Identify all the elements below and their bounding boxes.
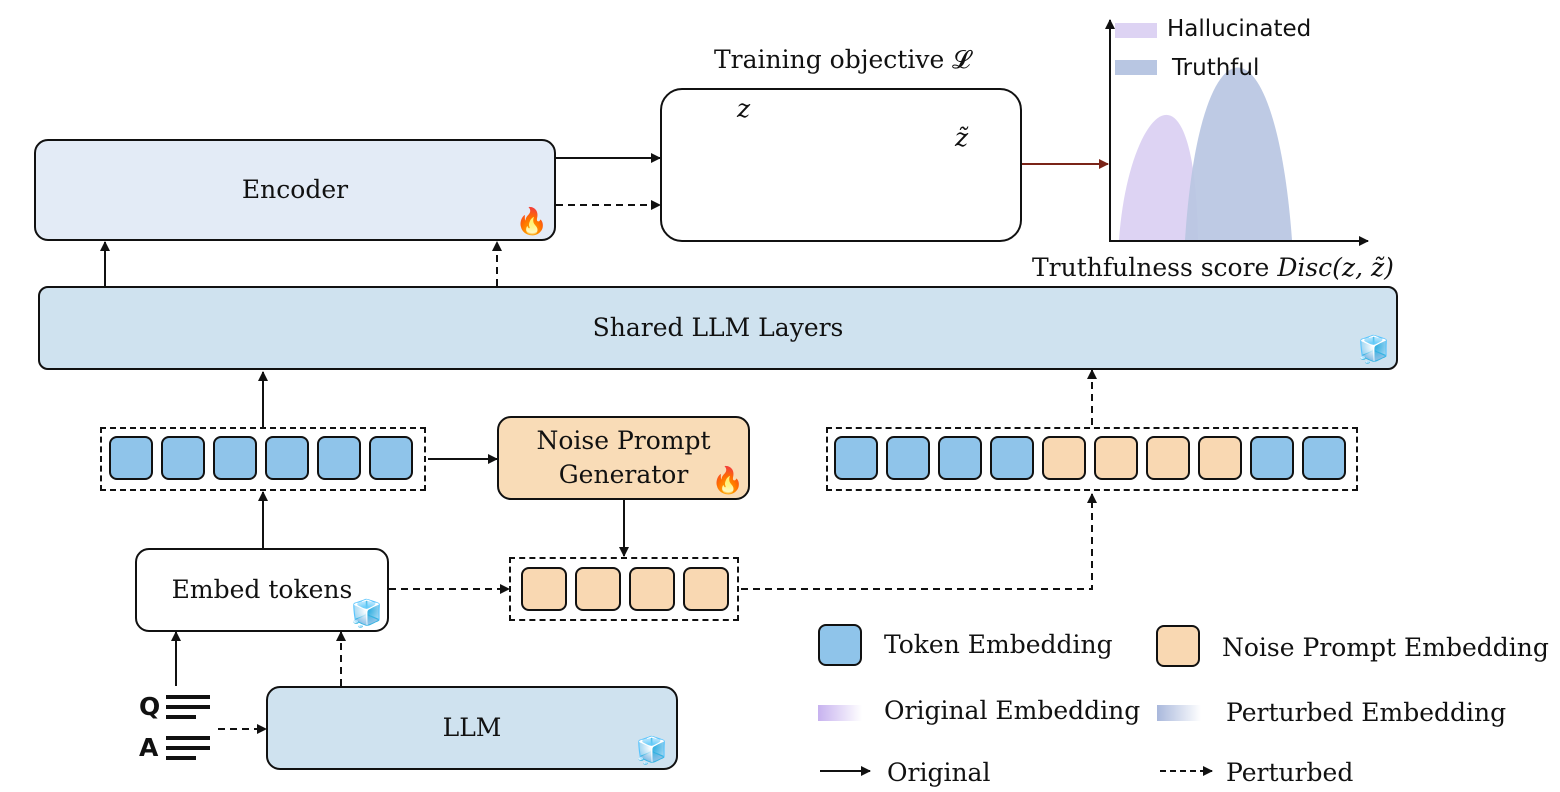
token-embedding-cell — [834, 436, 878, 480]
perturbed-embedding-swatch — [1157, 705, 1201, 721]
shared-llm-layers-block: Shared LLM Layers 🧊 — [38, 286, 1398, 370]
noise-prompt-generator-block: Noise Prompt Generator 🔥 — [497, 416, 750, 500]
fire-icon: 🔥 — [711, 466, 744, 496]
fire-icon: 🔥 — [515, 207, 548, 237]
truthful-legend-swatch — [1115, 60, 1157, 75]
noise-prompt-embedding-cell — [629, 567, 675, 611]
score-distribution-chart — [1105, 19, 1369, 246]
hallucinated-legend-swatch — [1115, 23, 1157, 38]
original-embedding-legend-label: Original Embedding — [884, 696, 1141, 725]
perturbed-token-group — [826, 427, 1358, 491]
noise-prompt-group — [509, 557, 739, 621]
embed-tokens-block: Embed tokens 🧊 — [135, 548, 389, 632]
token-embedding-cell — [317, 436, 361, 480]
noise-prompt-generator-label-line1: Noise Prompt — [536, 426, 711, 455]
truthful-legend-label: Truthful — [1172, 55, 1260, 81]
z-tilde-label: z̃ — [955, 123, 969, 152]
token-embedding-cell — [109, 436, 153, 480]
noise-prompt-embedding-cell — [1094, 436, 1138, 480]
caption-formula: Disc(z, z̃) — [1277, 253, 1394, 282]
original-legend-label: Original — [887, 758, 991, 787]
truthfulness-score-caption: Truthfulness score Disc(z, z̃) — [1032, 253, 1394, 283]
embed-tokens-label: Embed tokens — [171, 575, 353, 604]
noise-prompt-embedding-legend-swatch — [1156, 625, 1200, 667]
arrow-noise-to-perturbed-tokens — [741, 493, 1097, 590]
token-embedding-group — [100, 427, 426, 491]
llm-block: LLM 🧊 — [266, 686, 678, 770]
noise-prompt-embedding-cell — [1198, 436, 1242, 480]
hallucinated-distribution — [1119, 114, 1198, 240]
training-objective-title: Training objective 𝓛 — [714, 45, 971, 74]
token-embedding-cell — [1302, 436, 1346, 480]
training-objective-box — [660, 88, 1022, 242]
token-embedding-cell — [213, 436, 257, 480]
token-embedding-cell — [886, 436, 930, 480]
token-embedding-cell — [938, 436, 982, 480]
token-embedding-cell — [161, 436, 205, 480]
text-lines-icon — [166, 695, 210, 760]
hallucinated-legend-label: Hallucinated — [1167, 16, 1312, 42]
answer-letter: A — [139, 733, 159, 762]
question-letter: Q — [139, 692, 161, 721]
token-embedding-cell — [265, 436, 309, 480]
z-label: z — [737, 94, 751, 123]
perturbed-legend-label: Perturbed — [1226, 758, 1354, 787]
token-embedding-legend-swatch — [818, 624, 862, 666]
original-embedding-swatch — [818, 705, 862, 721]
noise-prompt-embedding-cell — [1042, 436, 1086, 480]
noise-prompt-embedding-cell — [1146, 436, 1190, 480]
ice-cube-icon: 🧊 — [350, 599, 383, 629]
ice-cube-icon: 🧊 — [635, 736, 668, 766]
llm-label: LLM — [442, 713, 502, 742]
noise-prompt-embedding-cell — [575, 567, 621, 611]
noise-prompt-embedding-legend-label: Noise Prompt Embedding — [1222, 633, 1549, 662]
perturbed-embedding-legend-label: Perturbed Embedding — [1226, 698, 1507, 727]
token-embedding-legend-label: Token Embedding — [884, 630, 1113, 659]
token-embedding-cell — [990, 436, 1034, 480]
noise-prompt-embedding-cell — [521, 567, 567, 611]
token-embedding-cell — [1250, 436, 1294, 480]
ice-cube-icon: 🧊 — [1357, 335, 1390, 365]
caption-prefix: Truthfulness score — [1032, 253, 1278, 282]
noise-prompt-generator-label-line2: Generator — [558, 460, 689, 489]
truthful-distribution — [1185, 67, 1292, 240]
encoder-label: Encoder — [241, 175, 349, 204]
noise-prompt-embedding-cell — [683, 567, 729, 611]
shared-llm-layers-label: Shared LLM Layers — [592, 313, 844, 342]
encoder-block: Encoder 🔥 — [34, 139, 556, 241]
token-embedding-cell — [369, 436, 413, 480]
